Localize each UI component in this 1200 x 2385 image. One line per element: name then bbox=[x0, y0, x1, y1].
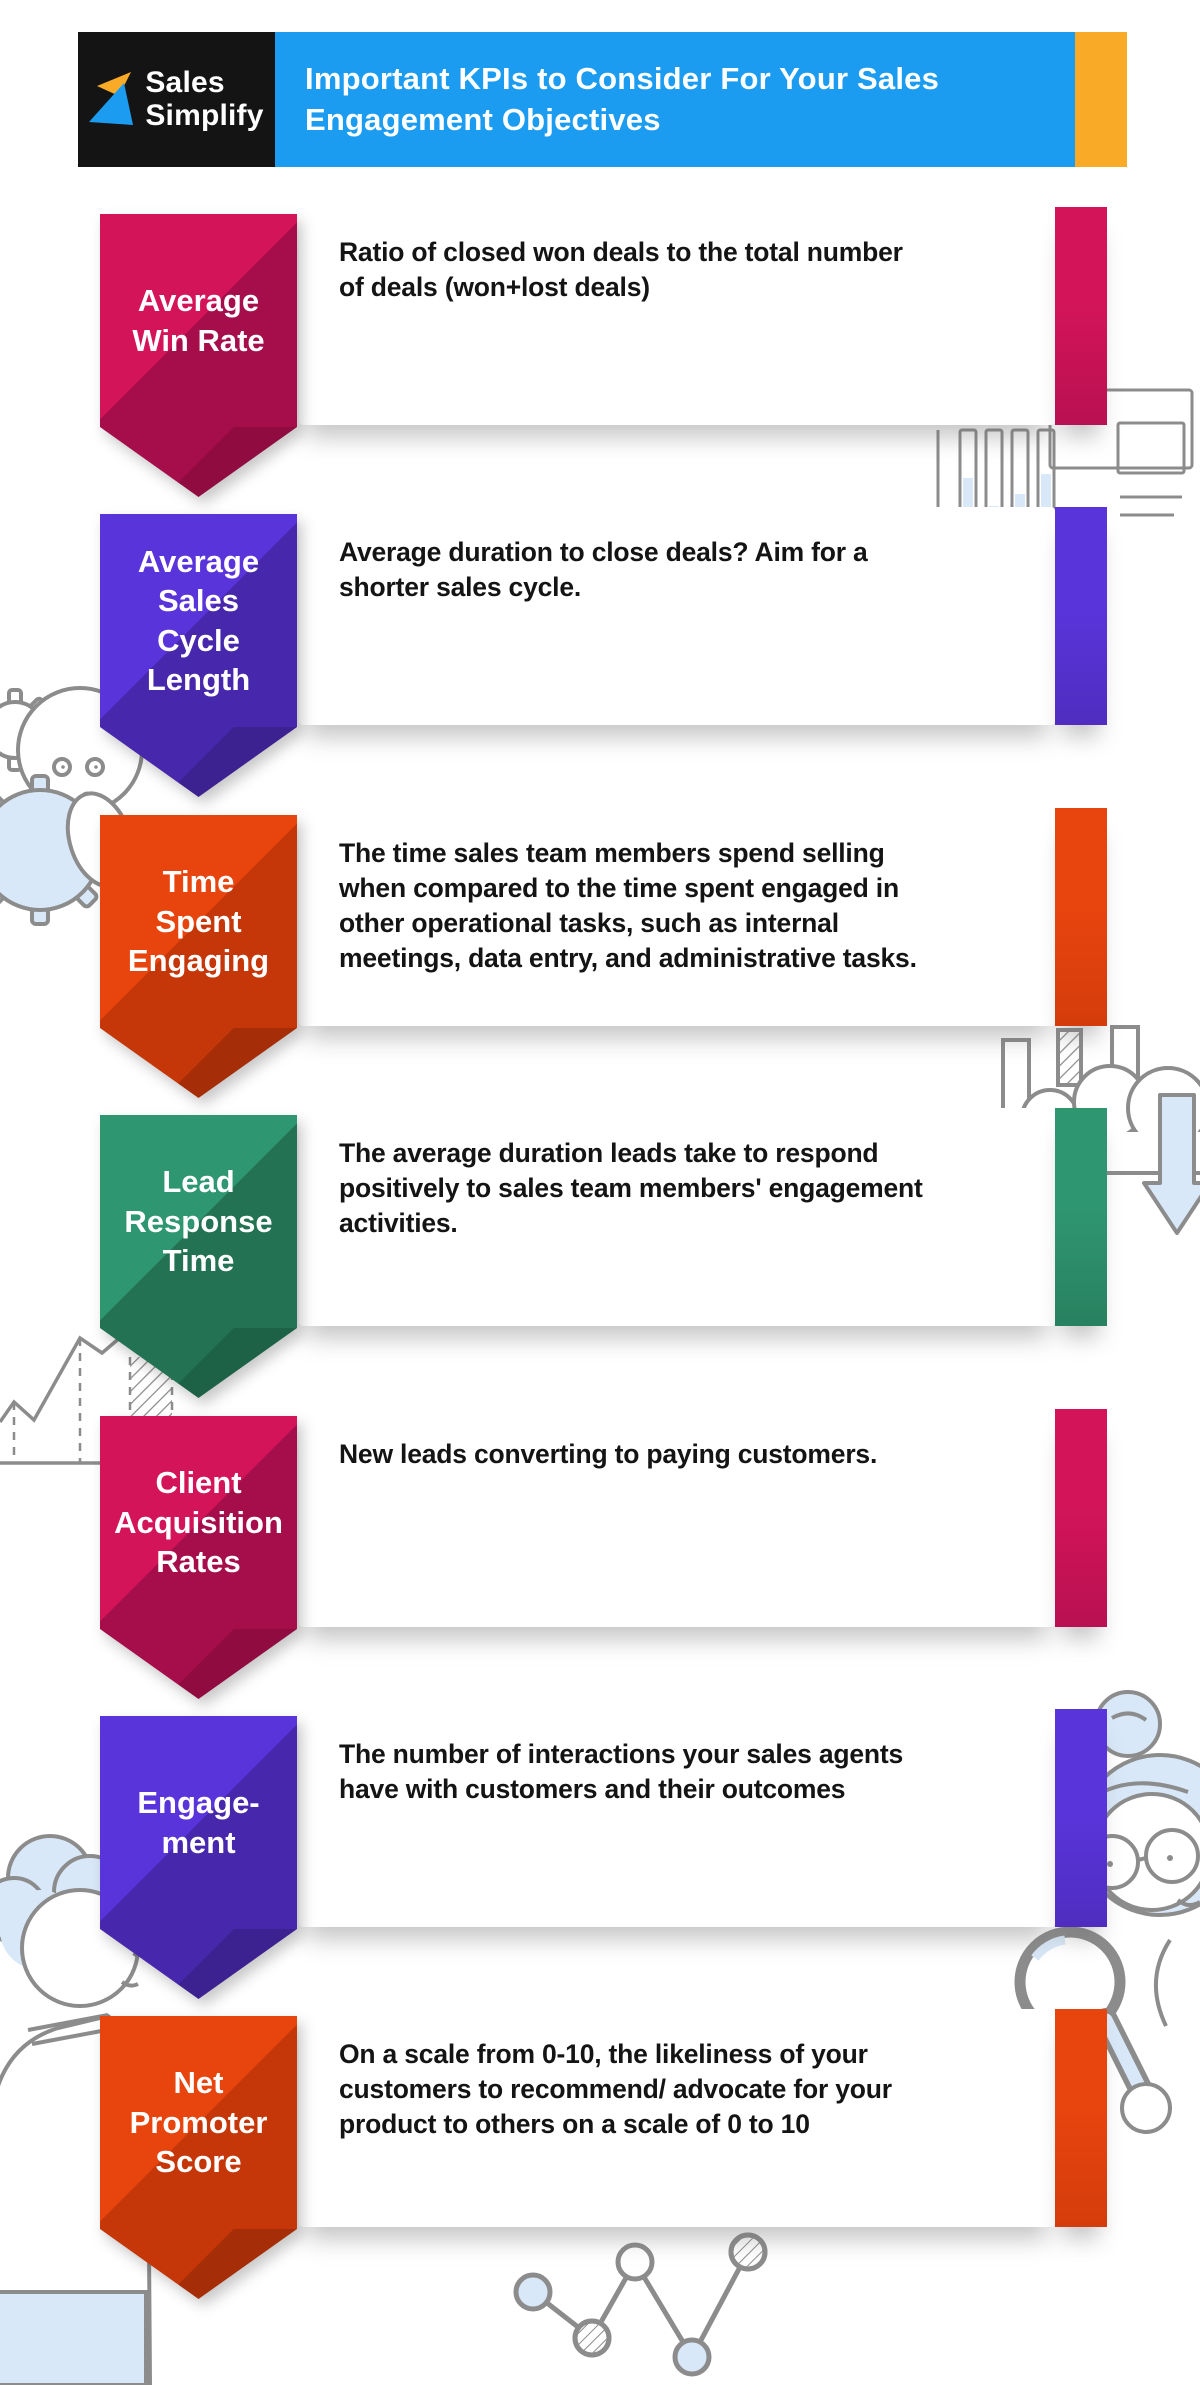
kpi-banner-arrow-icon bbox=[100, 727, 297, 797]
kpi-banner-shape bbox=[100, 1416, 297, 1629]
kpi-color-strip bbox=[1055, 507, 1107, 725]
kpi-card: Ratio of closed won deals to the total n… bbox=[299, 207, 1055, 425]
logo-text: Sales Simplify bbox=[145, 66, 264, 132]
kpi-card: The number of interactions your sales ag… bbox=[299, 1709, 1055, 1927]
kpi-card: The average duration leads take to respo… bbox=[299, 1108, 1055, 1326]
kpi-label: Time Spent Engaging bbox=[127, 864, 270, 979]
kpi-banner: Engage- ment bbox=[100, 1716, 297, 1999]
kpi-banner-arrow-icon bbox=[100, 1929, 297, 1999]
kpi-card: On a scale from 0-10, the likeliness of … bbox=[299, 2009, 1055, 2227]
kpi-banner-shape bbox=[100, 1716, 297, 1929]
kpi-banner: Net Promoter Score bbox=[100, 2016, 297, 2299]
kpi-color-strip bbox=[1055, 2009, 1107, 2227]
kpi-description: The average duration leads take to respo… bbox=[339, 1138, 923, 1238]
kpi-label: Average Sales Cycle Length bbox=[137, 543, 260, 697]
kpi-banner: Lead Response Time bbox=[100, 1115, 297, 1398]
kpi-banner: Client Acquisition Rates bbox=[100, 1416, 297, 1699]
kpi-description: Ratio of closed won deals to the total n… bbox=[339, 237, 903, 302]
logo-line2: Simplify bbox=[145, 98, 264, 132]
kpi-banner-shape bbox=[100, 815, 297, 1028]
kpi-color-strip bbox=[1055, 808, 1107, 1026]
kpi-banner-shape bbox=[100, 1115, 297, 1328]
kpi-section: The time sales team members spend sellin… bbox=[0, 808, 1200, 1100]
page-title: Important KPIs to Consider For Your Sale… bbox=[305, 60, 940, 137]
kpi-section: On a scale from 0-10, the likeliness of … bbox=[0, 2009, 1200, 2301]
kpi-description: The number of interactions your sales ag… bbox=[339, 1739, 904, 1804]
kpi-color-strip bbox=[1055, 1709, 1107, 1927]
header-accent-bar bbox=[1075, 32, 1127, 167]
kpi-banner-arrow-icon bbox=[100, 1629, 297, 1699]
kpi-banner-arrow-icon bbox=[100, 1328, 297, 1398]
gear-clock-illustration bbox=[0, 655, 150, 985]
person-left-illustration bbox=[0, 1830, 165, 2385]
kpi-section: New leads converting to paying customers… bbox=[0, 1409, 1200, 1701]
kpi-section: The average duration leads take to respo… bbox=[0, 1108, 1200, 1400]
kpi-color-strip bbox=[1055, 1108, 1107, 1326]
kpi-label: Lead Response Time bbox=[124, 1164, 273, 1279]
kpi-description: New leads converting to paying customers… bbox=[339, 1439, 878, 1469]
kpi-label: Client Acquisition Rates bbox=[114, 1465, 283, 1580]
header: Sales Simplify Important KPIs to Conside… bbox=[78, 32, 1127, 167]
kpi-banner: Average Sales Cycle Length bbox=[100, 514, 297, 797]
kpi-banner-shape bbox=[100, 214, 297, 427]
kpi-card: The time sales team members spend sellin… bbox=[299, 808, 1055, 1026]
kpi-banner: Average Win Rate bbox=[100, 214, 297, 497]
kpi-label: Engage- ment bbox=[137, 1785, 260, 1860]
kpi-color-strip bbox=[1055, 207, 1107, 425]
kpi-description: On a scale from 0-10, the likeliness of … bbox=[339, 2039, 892, 2139]
logo: Sales Simplify bbox=[78, 32, 275, 167]
dot-network-illustration bbox=[500, 2230, 790, 2385]
kpi-banner-arrow-icon bbox=[100, 2229, 297, 2299]
kpi-label: Net Promoter Score bbox=[129, 2065, 268, 2180]
title-banner: Important KPIs to Consider For Your Sale… bbox=[275, 32, 1075, 167]
logo-line1: Sales bbox=[145, 66, 225, 100]
kpi-description: The time sales team members spend sellin… bbox=[339, 838, 917, 973]
kpi-section: The number of interactions your sales ag… bbox=[0, 1709, 1200, 2001]
kpi-section: Ratio of closed won deals to the total n… bbox=[0, 207, 1200, 499]
kpi-banner-arrow-icon bbox=[100, 1028, 297, 1098]
kpi-banner: Time Spent Engaging bbox=[100, 815, 297, 1098]
kpi-color-strip bbox=[1055, 1409, 1107, 1627]
kpi-banner-shape bbox=[100, 2016, 297, 2229]
kpi-label: Average Win Rate bbox=[132, 283, 265, 358]
kpi-card: Average duration to close deals? Aim for… bbox=[299, 507, 1055, 725]
kpi-banner-arrow-icon bbox=[100, 427, 297, 497]
kpi-card: New leads converting to paying customers… bbox=[299, 1409, 1055, 1627]
sales-simplify-logo-icon bbox=[89, 68, 135, 131]
kpi-banner-shape bbox=[100, 514, 297, 727]
kpi-description: Average duration to close deals? Aim for… bbox=[339, 537, 868, 602]
kpi-section: Average duration to close deals? Aim for… bbox=[0, 507, 1200, 799]
